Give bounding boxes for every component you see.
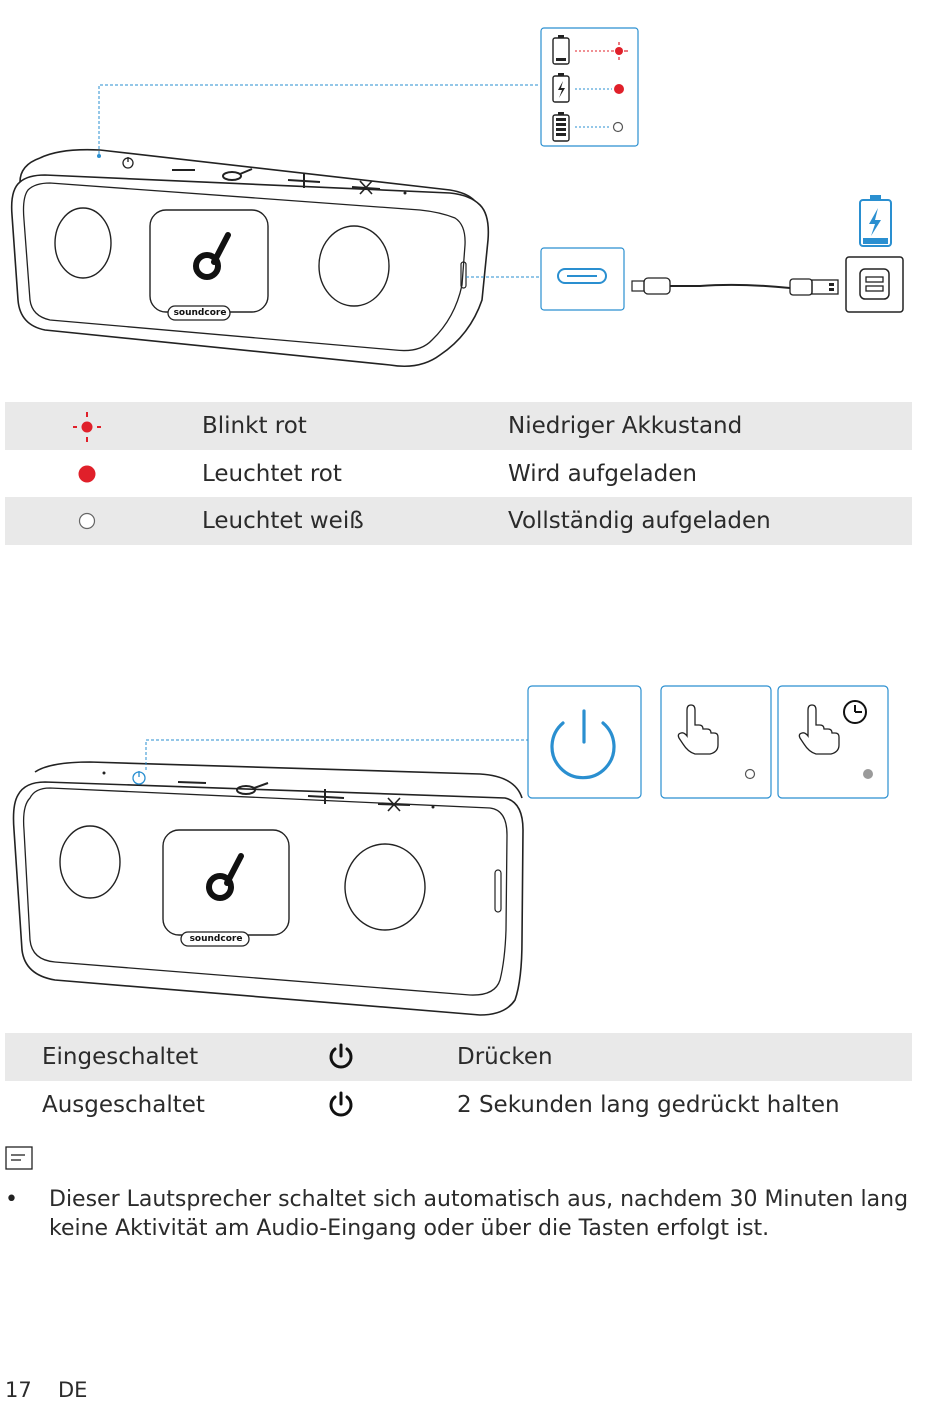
power-row-off: Ausgeschaltet 2 Sekunden lang gedrückt h… xyxy=(5,1081,912,1129)
note-text-line2: keine Aktivität am Audio-Eingang oder üb… xyxy=(49,1216,770,1241)
status-meaning: Wird aufgeladen xyxy=(508,461,697,487)
status-meaning: Niedriger Akkustand xyxy=(508,413,743,439)
note-bullet: • xyxy=(5,1187,18,1212)
power-action-label: Drücken xyxy=(457,1044,553,1070)
note-icon xyxy=(5,1146,33,1170)
speaker-charging-illustration xyxy=(10,27,904,368)
speaker-power-illustration xyxy=(12,685,889,1016)
power-icon xyxy=(329,1091,353,1117)
power-icon xyxy=(329,1043,353,1069)
language-code: DE xyxy=(58,1378,88,1402)
status-row-blink-red: Blinkt rot Niedriger Akkustand xyxy=(5,402,912,450)
power-row-on: Eingeschaltet Drücken xyxy=(5,1033,912,1081)
note-text-line1: Dieser Lautsprecher schaltet sich automa… xyxy=(49,1187,909,1212)
status-row-solid-red: Leuchtet rot Wird aufgeladen xyxy=(5,450,912,498)
red-blink-icon xyxy=(73,412,101,442)
page-number: 17 xyxy=(5,1378,32,1402)
power-action-label: 2 Sekunden lang gedrückt halten xyxy=(457,1092,840,1118)
status-label: Leuchtet rot xyxy=(202,461,342,487)
power-state-label: Ausgeschaltet xyxy=(42,1092,205,1118)
status-meaning: Vollständig aufgeladen xyxy=(508,508,771,534)
white-dot-icon xyxy=(78,512,96,530)
status-label: Blinkt rot xyxy=(202,413,307,439)
brand-logo-top: soundcore xyxy=(173,308,227,318)
status-label: Leuchtet weiß xyxy=(202,508,364,534)
red-dot-icon xyxy=(78,465,96,483)
power-state-label: Eingeschaltet xyxy=(42,1044,199,1070)
status-row-solid-white: Leuchtet weiß Vollständig aufgeladen xyxy=(5,497,912,545)
brand-logo-bottom: soundcore xyxy=(189,934,243,944)
